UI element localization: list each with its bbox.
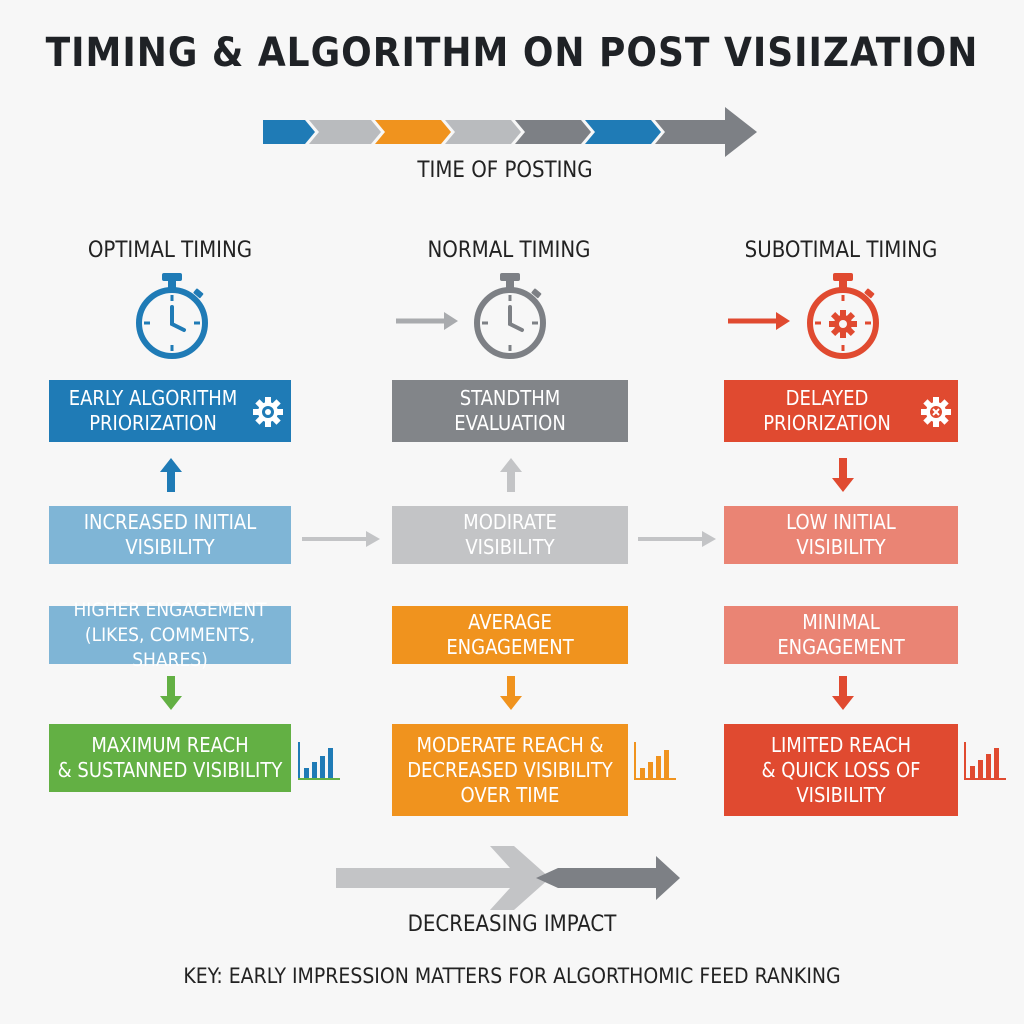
engagement-text: AVERAGE <box>468 610 552 634</box>
engagement-text: ENGAGEMENT <box>777 635 905 659</box>
reach-text: MAXIMUM REACH <box>91 733 249 757</box>
reach-text: & QUICK LOSS OF <box>761 757 921 782</box>
priority-text: PRIORIZATION <box>763 411 891 435</box>
visibility-text: LOW INITIAL <box>786 510 896 534</box>
engagement-text: ENGAGEMENT <box>446 635 574 659</box>
priority-text: PRIORIZATION <box>89 411 217 435</box>
reach-text: LIMITED REACH <box>770 732 911 757</box>
arrow-right-icon <box>728 312 790 330</box>
arrow-down-icon <box>160 676 182 710</box>
decreasing-impact-label: DECREASING IMPACT <box>407 912 617 937</box>
arrow-up-icon <box>500 458 522 492</box>
heading-optimal-timing: OPTIMAL TIMING <box>87 238 253 263</box>
visibility-text: VISIBILITY <box>125 535 215 559</box>
reach-text: & SUSTANNED VISIBILITY <box>57 758 283 782</box>
priority-text: EARLY ALGORITHM <box>68 386 238 410</box>
arrow-right-icon <box>396 312 458 330</box>
timeline-segment <box>375 120 451 144</box>
arrow-right-icon <box>638 531 716 547</box>
timeline-segment <box>445 120 521 144</box>
visibility-text: VISIBILITY <box>796 535 886 559</box>
timeline-segment <box>309 120 381 144</box>
timeline-arrowhead <box>655 107 757 157</box>
timeline-arrow <box>263 107 757 157</box>
stopwatch-icon <box>136 273 208 359</box>
stopwatch-gear-icon <box>807 273 879 359</box>
timeline-segment <box>263 120 315 144</box>
key-note: KEY: EARLY IMPRESSION MATTERS FOR ALGORT… <box>183 964 841 988</box>
priority-text: STANDTHM <box>459 386 561 410</box>
visibility-text: MODIRATE <box>463 510 557 534</box>
reach-text: VISIBILITY <box>796 782 886 807</box>
reach-text: DECREASED VISIBILITY <box>407 757 613 782</box>
reach-text: MODERATE REACH & <box>416 732 604 757</box>
stopwatch-icon <box>474 273 546 359</box>
bar-chart-icon <box>634 742 676 780</box>
decreasing-impact-arrow <box>336 846 680 910</box>
engagement-box-optimal: HIGHER ENGAGEMENT(LIKES, COMMENTS, SHARE… <box>49 599 291 671</box>
arrow-right-icon <box>302 531 380 547</box>
engagement-text: (LIKES, COMMENTS, SHARES) <box>84 623 256 671</box>
arrow-down-icon <box>832 458 854 492</box>
gear-icon <box>253 397 283 427</box>
visibility-text: INCREASED INITIAL <box>83 510 257 534</box>
page-title: TIMING & ALGORITHM ON POST VISIIZATION <box>45 30 979 76</box>
timeline-segment <box>585 120 661 144</box>
timeline-label: TIME OF POSTING <box>417 158 593 183</box>
arrow-down-icon <box>500 676 522 710</box>
reach-box-optimal: MAXIMUM REACH& SUSTANNED VISIBILITY <box>49 724 291 792</box>
timeline-segment <box>515 120 591 144</box>
gear-error-icon <box>921 397 951 427</box>
arrow-up-icon <box>160 458 182 492</box>
engagement-text: HIGHER ENGAGEMENT <box>73 598 267 621</box>
priority-text: DELAYED <box>785 386 869 410</box>
visibility-text: VISIBILITY <box>465 535 555 559</box>
engagement-text: MINIMAL <box>802 610 880 634</box>
bar-chart-icon <box>964 742 1006 780</box>
heading-normal-timing: NORMAL TIMING <box>427 238 591 263</box>
heading-suboptimal-timing: SUBOTIMAL TIMING <box>744 238 938 263</box>
reach-text: OVER TIME <box>460 782 560 807</box>
arrow-down-icon <box>832 676 854 710</box>
bar-chart-icon <box>298 742 340 780</box>
priority-text: EVALUATION <box>454 411 566 435</box>
